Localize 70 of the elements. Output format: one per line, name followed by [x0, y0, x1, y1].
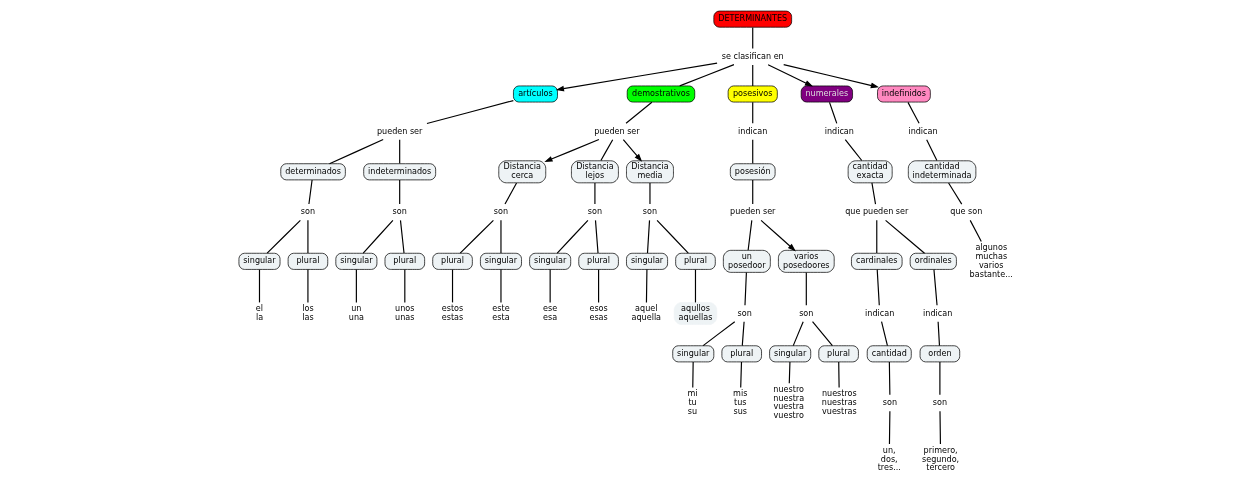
- connector: [556, 219, 589, 254]
- connector: [969, 219, 982, 243]
- connector: [752, 139, 754, 165]
- connector: [838, 361, 840, 389]
- arrow: [767, 64, 814, 87]
- connector: [399, 179, 401, 205]
- connector: [645, 268, 648, 303]
- connector: [844, 139, 863, 162]
- connector: [948, 182, 963, 205]
- connector: [500, 219, 502, 254]
- connector: [258, 268, 261, 303]
- arrow: [544, 139, 600, 162]
- connector: [649, 182, 651, 205]
- connector: [600, 139, 614, 162]
- connector: [549, 268, 551, 303]
- connector: [939, 361, 941, 396]
- connector: [594, 219, 599, 254]
- connector: [266, 219, 301, 254]
- connector: [885, 219, 926, 254]
- connector: [328, 139, 384, 165]
- connector: [500, 268, 502, 303]
- connector: [399, 219, 405, 254]
- connector: [880, 321, 888, 347]
- connector: [828, 101, 838, 124]
- connector: [876, 268, 880, 306]
- connector: [362, 219, 394, 254]
- connector: [744, 272, 747, 306]
- connector: [888, 410, 891, 445]
- connector: [656, 219, 689, 254]
- connector: [399, 139, 401, 165]
- connector: [740, 361, 743, 389]
- connector: [307, 268, 309, 303]
- connector: [702, 321, 736, 347]
- arrow: [760, 219, 796, 252]
- connector: [939, 410, 941, 445]
- connector: [646, 219, 651, 254]
- connector: [788, 361, 791, 384]
- connector: [937, 321, 941, 347]
- connector: [907, 101, 920, 124]
- connector: [307, 219, 309, 254]
- connector: [694, 268, 697, 303]
- arrow: [622, 139, 643, 162]
- connector: [308, 179, 313, 205]
- connector: [752, 179, 754, 205]
- connector: [451, 268, 454, 303]
- connector: [741, 321, 745, 347]
- connector: [594, 182, 596, 205]
- connector: [692, 361, 694, 389]
- connector: [871, 182, 877, 205]
- arrow: [555, 62, 718, 92]
- connector: [888, 361, 891, 396]
- connector: [752, 64, 754, 87]
- connector: [459, 219, 494, 254]
- connector: [679, 64, 735, 87]
- arrow: [783, 64, 880, 89]
- connector: [504, 182, 518, 205]
- connector: [926, 139, 938, 162]
- connector: [805, 272, 807, 306]
- connector: [933, 268, 938, 306]
- connector: [426, 100, 514, 125]
- connector: [811, 321, 833, 347]
- connector: [598, 268, 600, 303]
- connector: [752, 26, 754, 50]
- connector: [876, 219, 878, 254]
- connector: [404, 268, 406, 303]
- connector: [747, 219, 753, 251]
- connector: [355, 268, 357, 303]
- connector: [792, 321, 804, 347]
- connector: [625, 101, 653, 124]
- connector: [752, 101, 754, 124]
